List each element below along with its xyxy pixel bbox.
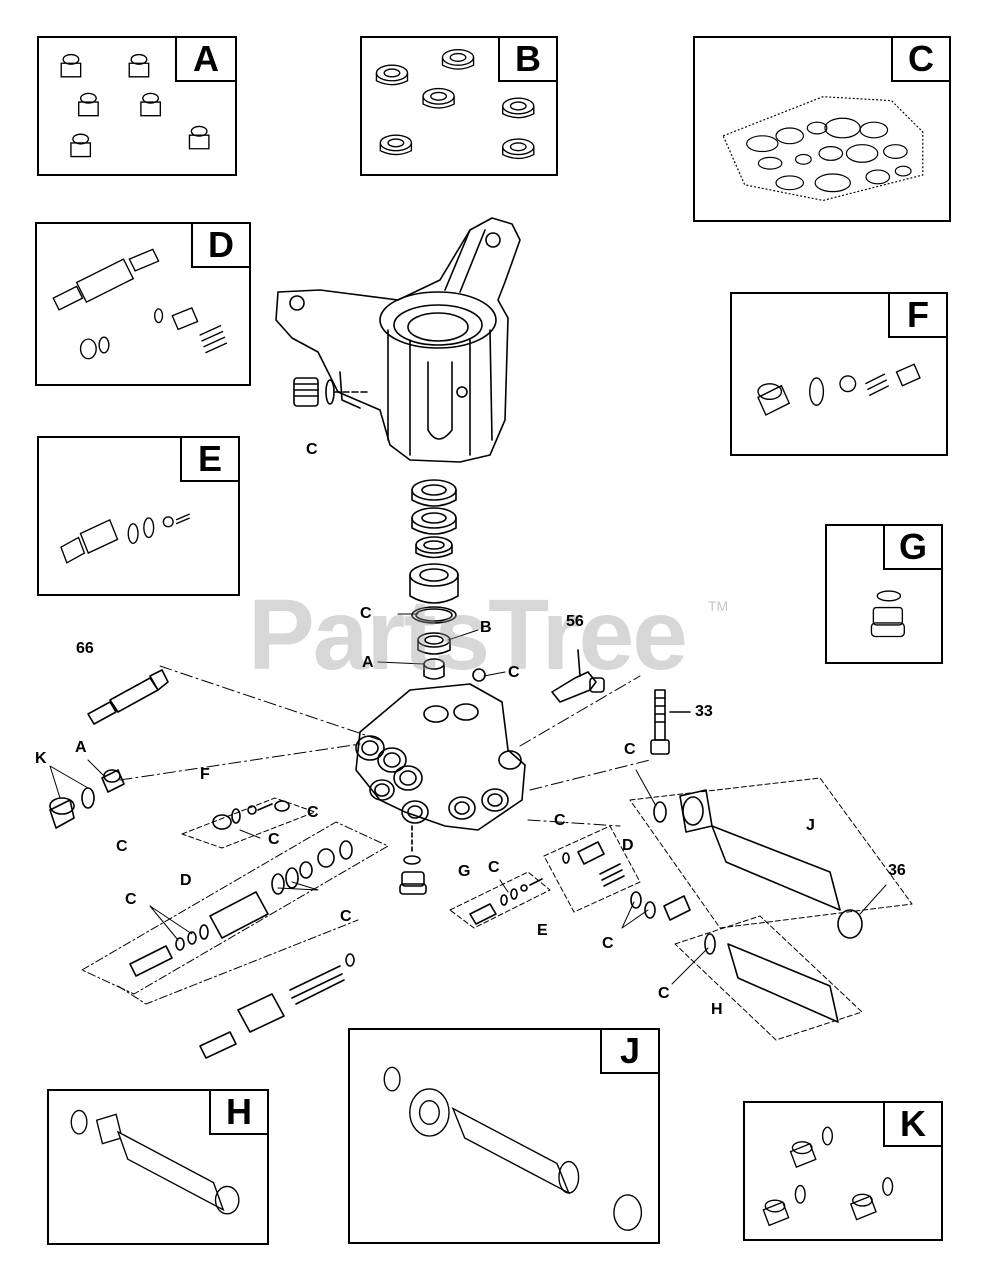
h-group-parts-icon — [704, 933, 839, 1023]
kit-box-g: G — [825, 524, 943, 664]
kit-letter-j: J — [600, 1028, 660, 1074]
kit-box-d: D — [35, 222, 251, 386]
crankcase-plug-icon — [293, 377, 369, 407]
kit-box-k: K — [743, 1101, 943, 1241]
g-plug-icon — [399, 825, 427, 895]
callout-56: 56 — [566, 613, 584, 630]
crankcase-housing-icon — [275, 217, 521, 463]
j-group-parts-icon — [653, 789, 863, 939]
d-mid-parts-icon — [562, 841, 691, 921]
kit-letter-k: K — [883, 1101, 943, 1147]
watermark-tm: TM — [708, 598, 729, 614]
callout-a-left: A — [75, 739, 87, 756]
seal-stack-icon — [409, 479, 486, 682]
seal-icon — [375, 48, 535, 160]
injector-icon — [87, 669, 169, 725]
d-mid-outline — [543, 825, 641, 913]
callout-c-d-group1: C — [125, 891, 137, 908]
callout-b-seal: B — [480, 619, 492, 636]
d-group-parts-icon — [129, 840, 353, 977]
kit-letter-e: E — [180, 436, 240, 482]
callout-c-h-group: C — [658, 985, 670, 1002]
callout-c-f-group: C — [268, 831, 280, 848]
kit-box-a: A — [37, 36, 237, 176]
callout-e-group: E — [537, 922, 548, 939]
plug-icon — [49, 769, 125, 829]
elbow-fitting-icon — [551, 649, 605, 703]
callout-c-seal: C — [360, 605, 372, 622]
callout-c-valve: C — [508, 664, 520, 681]
pipe-fitting-icon — [383, 1066, 643, 1231]
pipe-fitting-icon — [70, 1109, 240, 1215]
spring-icon — [199, 953, 355, 1059]
kit-box-c: C — [693, 36, 951, 222]
kit-letter-d: D — [191, 222, 251, 268]
kit-box-b: B — [360, 36, 558, 176]
callout-a-valve: A — [362, 654, 374, 671]
callout-c-d-group2: C — [340, 908, 352, 925]
callout-c-crankcase: C — [306, 441, 318, 458]
pump-manifold-drawing — [355, 683, 526, 831]
callout-h-group: H — [711, 1001, 723, 1018]
leader-lines — [49, 613, 887, 985]
j-group-outline — [629, 777, 913, 929]
lower-dash-outline — [117, 919, 359, 1005]
kit-letter-c: C — [891, 36, 951, 82]
callout-g-plug: G — [458, 863, 471, 880]
kit-box-e: E — [37, 436, 240, 596]
e-group-parts-icon — [469, 878, 543, 925]
f-group-parts-icon — [212, 800, 290, 830]
callout-c-right1: C — [307, 804, 319, 821]
callout-c-mid: C — [554, 812, 566, 829]
alignment-lines — [119, 665, 651, 827]
callout-66: 66 — [76, 640, 94, 657]
kit-box-h: H — [47, 1089, 269, 1245]
callout-d-mid: D — [622, 837, 634, 854]
kit-box-j: J — [348, 1028, 660, 1244]
f-group-outline — [181, 797, 316, 849]
h-group-outline — [674, 915, 863, 1041]
injector-kit-icon — [60, 513, 190, 564]
bolt-icon — [650, 689, 691, 755]
plug-icon — [870, 590, 905, 638]
unloader-icon — [52, 248, 228, 360]
e-group-outline — [449, 871, 551, 929]
kit-box-f: F — [730, 292, 948, 456]
kit-letter-b: B — [498, 36, 558, 82]
callout-k-left: K — [35, 750, 47, 767]
callout-c-left: C — [116, 838, 128, 855]
kit-letter-g: G — [883, 524, 943, 570]
o-ring-icon — [722, 96, 924, 202]
callout-33: 33 — [695, 703, 713, 720]
plug-icon — [762, 1126, 894, 1227]
callout-j-group: J — [806, 817, 815, 834]
callout-d-group: D — [180, 872, 192, 889]
callout-36: 36 — [888, 862, 906, 879]
kit-letter-h: H — [209, 1089, 269, 1135]
callout-f-group: F — [200, 766, 210, 783]
check-valve-icon — [757, 363, 921, 416]
callout-c-j-group: C — [624, 741, 636, 758]
kit-letter-f: F — [888, 292, 948, 338]
valve-icon — [60, 53, 210, 158]
d-group-outline — [81, 821, 389, 995]
callout-c-e-group: C — [488, 859, 500, 876]
callout-c-mid2: C — [602, 935, 614, 952]
kit-letter-a: A — [175, 36, 237, 82]
watermark-text: PartsTree — [248, 579, 688, 691]
